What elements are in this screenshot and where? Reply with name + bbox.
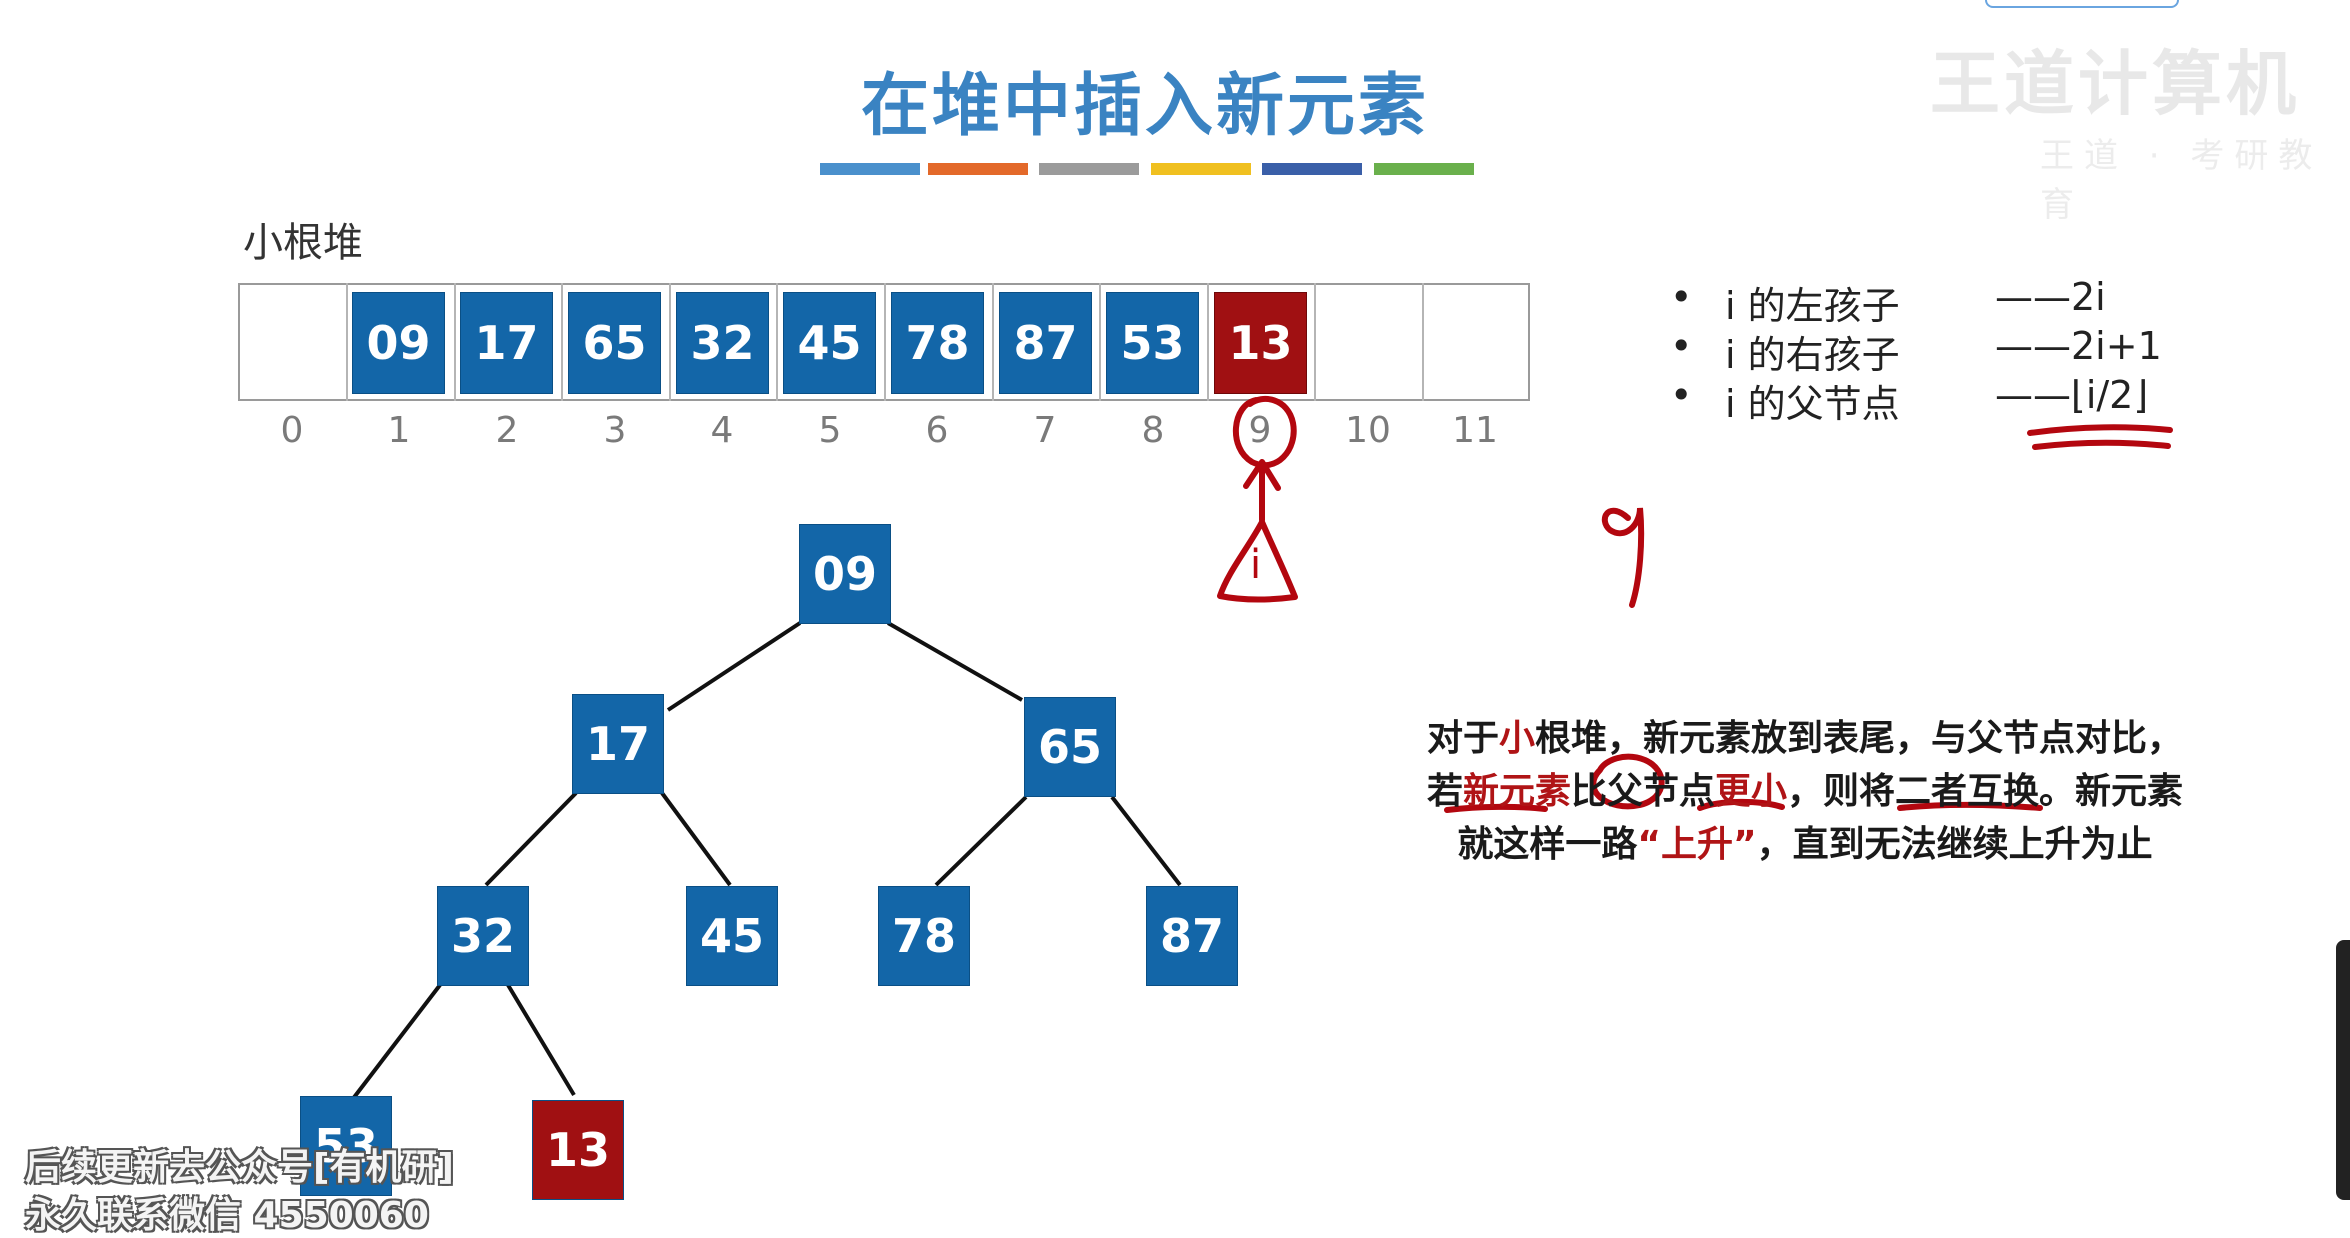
array-index: 7 (1033, 410, 1057, 451)
array-index: 4 (710, 410, 734, 451)
array-cell-9-new: 13 (1214, 292, 1307, 394)
color-bar-5 (1262, 163, 1362, 175)
array-index: 9 (1248, 410, 1272, 451)
formula-label: i 的右孩子 (1725, 333, 1900, 377)
tree-node: 17 (572, 694, 664, 794)
array-divider (1314, 283, 1316, 401)
tree-node: 53 (300, 1096, 392, 1196)
desc-line-1: 对于小根堆，新元素放到表尾，与父节点对比， (1426, 718, 2184, 759)
watermark-logo: 王道计算机 (1930, 43, 2300, 125)
array-index: 6 (925, 410, 949, 451)
array-index: 10 (1345, 410, 1391, 451)
array-divider (776, 283, 778, 401)
side-panel-handle[interactable] (2336, 940, 2350, 1200)
watermark-subtitle: 王道 · 考研教育 (2040, 136, 2323, 225)
array-divider (454, 283, 456, 401)
array-cell-1: 09 (352, 292, 445, 394)
formula-label: i 的父节点 (1725, 382, 1900, 426)
tree-node: 09 (799, 524, 891, 624)
tree-node: 87 (1146, 886, 1238, 986)
insert-description: 对于小根堆，新元素放到表尾，与父节点对比， 若新元素比父节点更小，则将二者互换。… (1370, 712, 2240, 871)
color-bar-2 (928, 163, 1028, 175)
slide-title: 在堆中插入新元素 (860, 67, 1429, 146)
array-index: 11 (1452, 410, 1498, 451)
array-divider (884, 283, 886, 401)
color-bar-6 (1374, 163, 1474, 175)
array-divider (992, 283, 994, 401)
color-bar-4 (1151, 163, 1251, 175)
array-cell-4: 32 (676, 292, 769, 394)
array-index: 1 (387, 410, 411, 451)
array-cell-2: 17 (460, 292, 553, 394)
formula-value: ——⌊i/2⌋ (1995, 373, 2149, 417)
heap-label: 小根堆 (243, 220, 363, 266)
color-bar-3 (1039, 163, 1139, 175)
array-divider (669, 283, 671, 401)
tree-node-new: 13 (532, 1100, 624, 1200)
array-index: 0 (280, 410, 304, 451)
color-bar-1 (820, 163, 920, 175)
array-cell-3: 65 (568, 292, 661, 394)
desc-line-3: 就这样一路“上升”，直到无法继续上升为止 (1457, 824, 2153, 865)
array-divider (1207, 283, 1209, 401)
pointer-i-label: i (1250, 542, 1262, 588)
tree-node: 65 (1024, 697, 1116, 797)
tree-node: 45 (686, 886, 778, 986)
bullet: • (1670, 275, 1693, 319)
array-index: 3 (603, 410, 627, 451)
array-index: 8 (1141, 410, 1165, 451)
array-cell-6: 78 (891, 292, 984, 394)
array-divider (1099, 283, 1101, 401)
array-divider (346, 283, 348, 401)
formula-label: i 的左孩子 (1725, 284, 1900, 328)
array-divider (1422, 283, 1424, 401)
formula-value: ——2i+1 (1995, 324, 2162, 368)
array-cell-5: 45 (783, 292, 876, 394)
tree-node: 78 (878, 886, 970, 986)
array-cell-8: 53 (1106, 292, 1199, 394)
array-index: 5 (818, 410, 842, 451)
formula-value: ——2i (1995, 275, 2106, 319)
bullet: • (1670, 373, 1693, 417)
array-divider (561, 283, 563, 401)
array-index: 2 (495, 410, 519, 451)
desc-line-2: 若新元素比父节点更小，则将二者互换。新元素 (1426, 771, 2184, 812)
watermark-line-2: 永久联系微信 4550060 (25, 1195, 429, 1236)
watermark-line-1: 后续更新去公众号[有机研] (25, 1147, 454, 1188)
tree-node: 32 (437, 886, 529, 986)
array-cell-7: 87 (999, 292, 1092, 394)
bullet: • (1670, 324, 1693, 368)
